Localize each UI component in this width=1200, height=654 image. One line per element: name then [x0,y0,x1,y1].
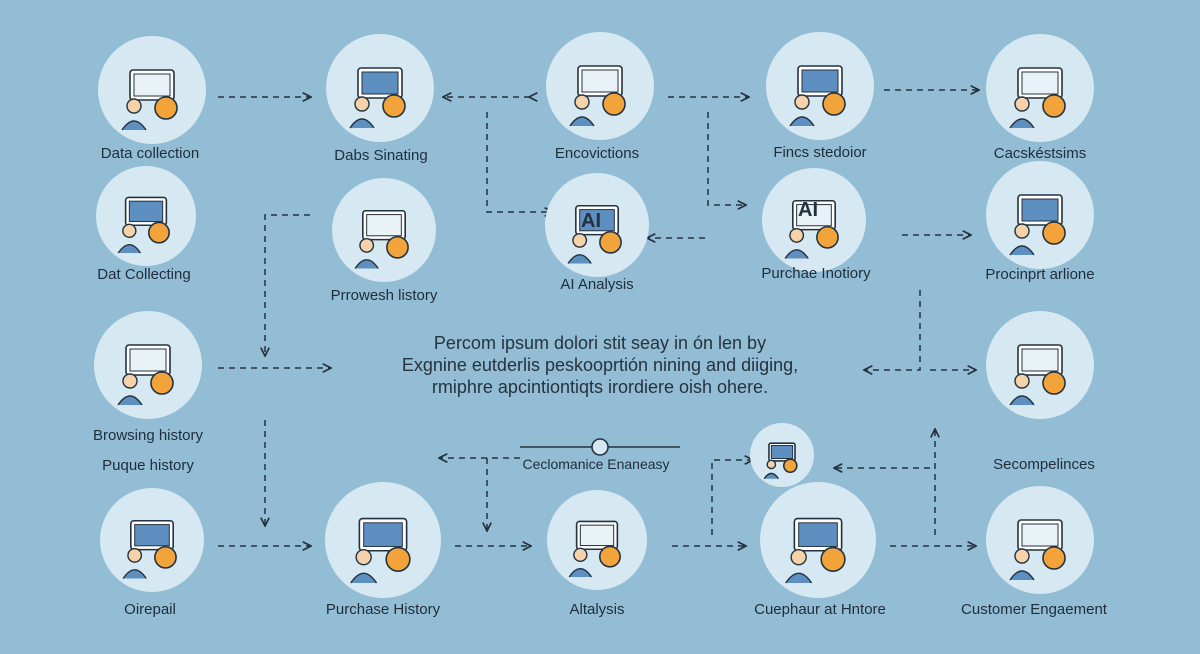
label-n4: Fincs stedoior [773,144,867,161]
label-puque-history: Puque history [102,457,194,474]
target-board-icon [96,166,196,266]
presentation-team-icon [325,482,441,598]
label-n1: Data collection [100,145,200,162]
label-n11: Browsing history [92,427,204,444]
nodes: AI AI [94,32,1094,598]
label-n12: Purchase History [325,601,441,618]
monitor-cursor-icon [326,34,434,142]
ai-monitor-gear-icon [545,173,649,277]
label-n8: AI Analysis [560,276,634,293]
people-chart-icon [546,32,654,140]
cart-customers-icon [547,490,647,590]
team-target-icon [100,488,204,592]
document-chart-icon [94,311,202,419]
label-n10: Procinprt arlione [985,266,1095,283]
browser-window-icon [332,178,436,282]
connector-10-center [865,290,921,370]
center-line-3: rmiphre apcintiontiqts irordiere oish oh… [431,377,769,397]
network-magnifier-icon [98,36,206,144]
connectors [218,90,978,546]
label-n13: Altalysis [569,601,625,618]
label-n7: Prrowesh listory [330,287,438,304]
presenter-screen-icon [986,311,1094,419]
bulb-thinking-icon [750,423,814,487]
label-n9: Purchae Inotiory [761,265,871,282]
label-secompelinces: Secompelinces [993,456,1095,473]
robot-head-group-icon [760,482,876,598]
label-n2: Dabs Sinating [334,147,428,164]
ai-badge: AI [581,210,601,232]
center-line-2: Exgnine eutderlis peskooprtión nining an… [401,355,799,375]
connector-3-8 [486,112,552,212]
center-line-1: Percom ipsum dolori stit seay in ón len … [433,333,767,353]
label-n3: Encovictions [554,145,640,162]
connector-7-11 [265,214,310,355]
label-ceclomanice: Ceclomanice Enaneasy [522,456,670,472]
monitor-chart-magnifier-icon [986,161,1094,269]
connector-14-18 [711,460,752,535]
analyst-desk-icon [986,34,1094,142]
ai-badge-2: AI [798,199,818,221]
ceclomanice-marker [520,438,680,456]
shopping-cart-people-icon [766,32,874,140]
label-n16: Oirepail [124,601,176,618]
label-n15: Customer Engaement [961,601,1107,618]
center-description: Percom ipsum dolori stit seay in ón len … [300,332,900,398]
label-n5: Cacskéstsims [993,145,1087,162]
label-n6: Dat Collecting [97,266,191,283]
lightbulb-laptop-icon [986,486,1094,594]
connector-4-9 [707,112,745,205]
ai-tablet-like-icon [762,168,866,272]
label-n14: Cuephaur at Hntore [754,601,886,618]
